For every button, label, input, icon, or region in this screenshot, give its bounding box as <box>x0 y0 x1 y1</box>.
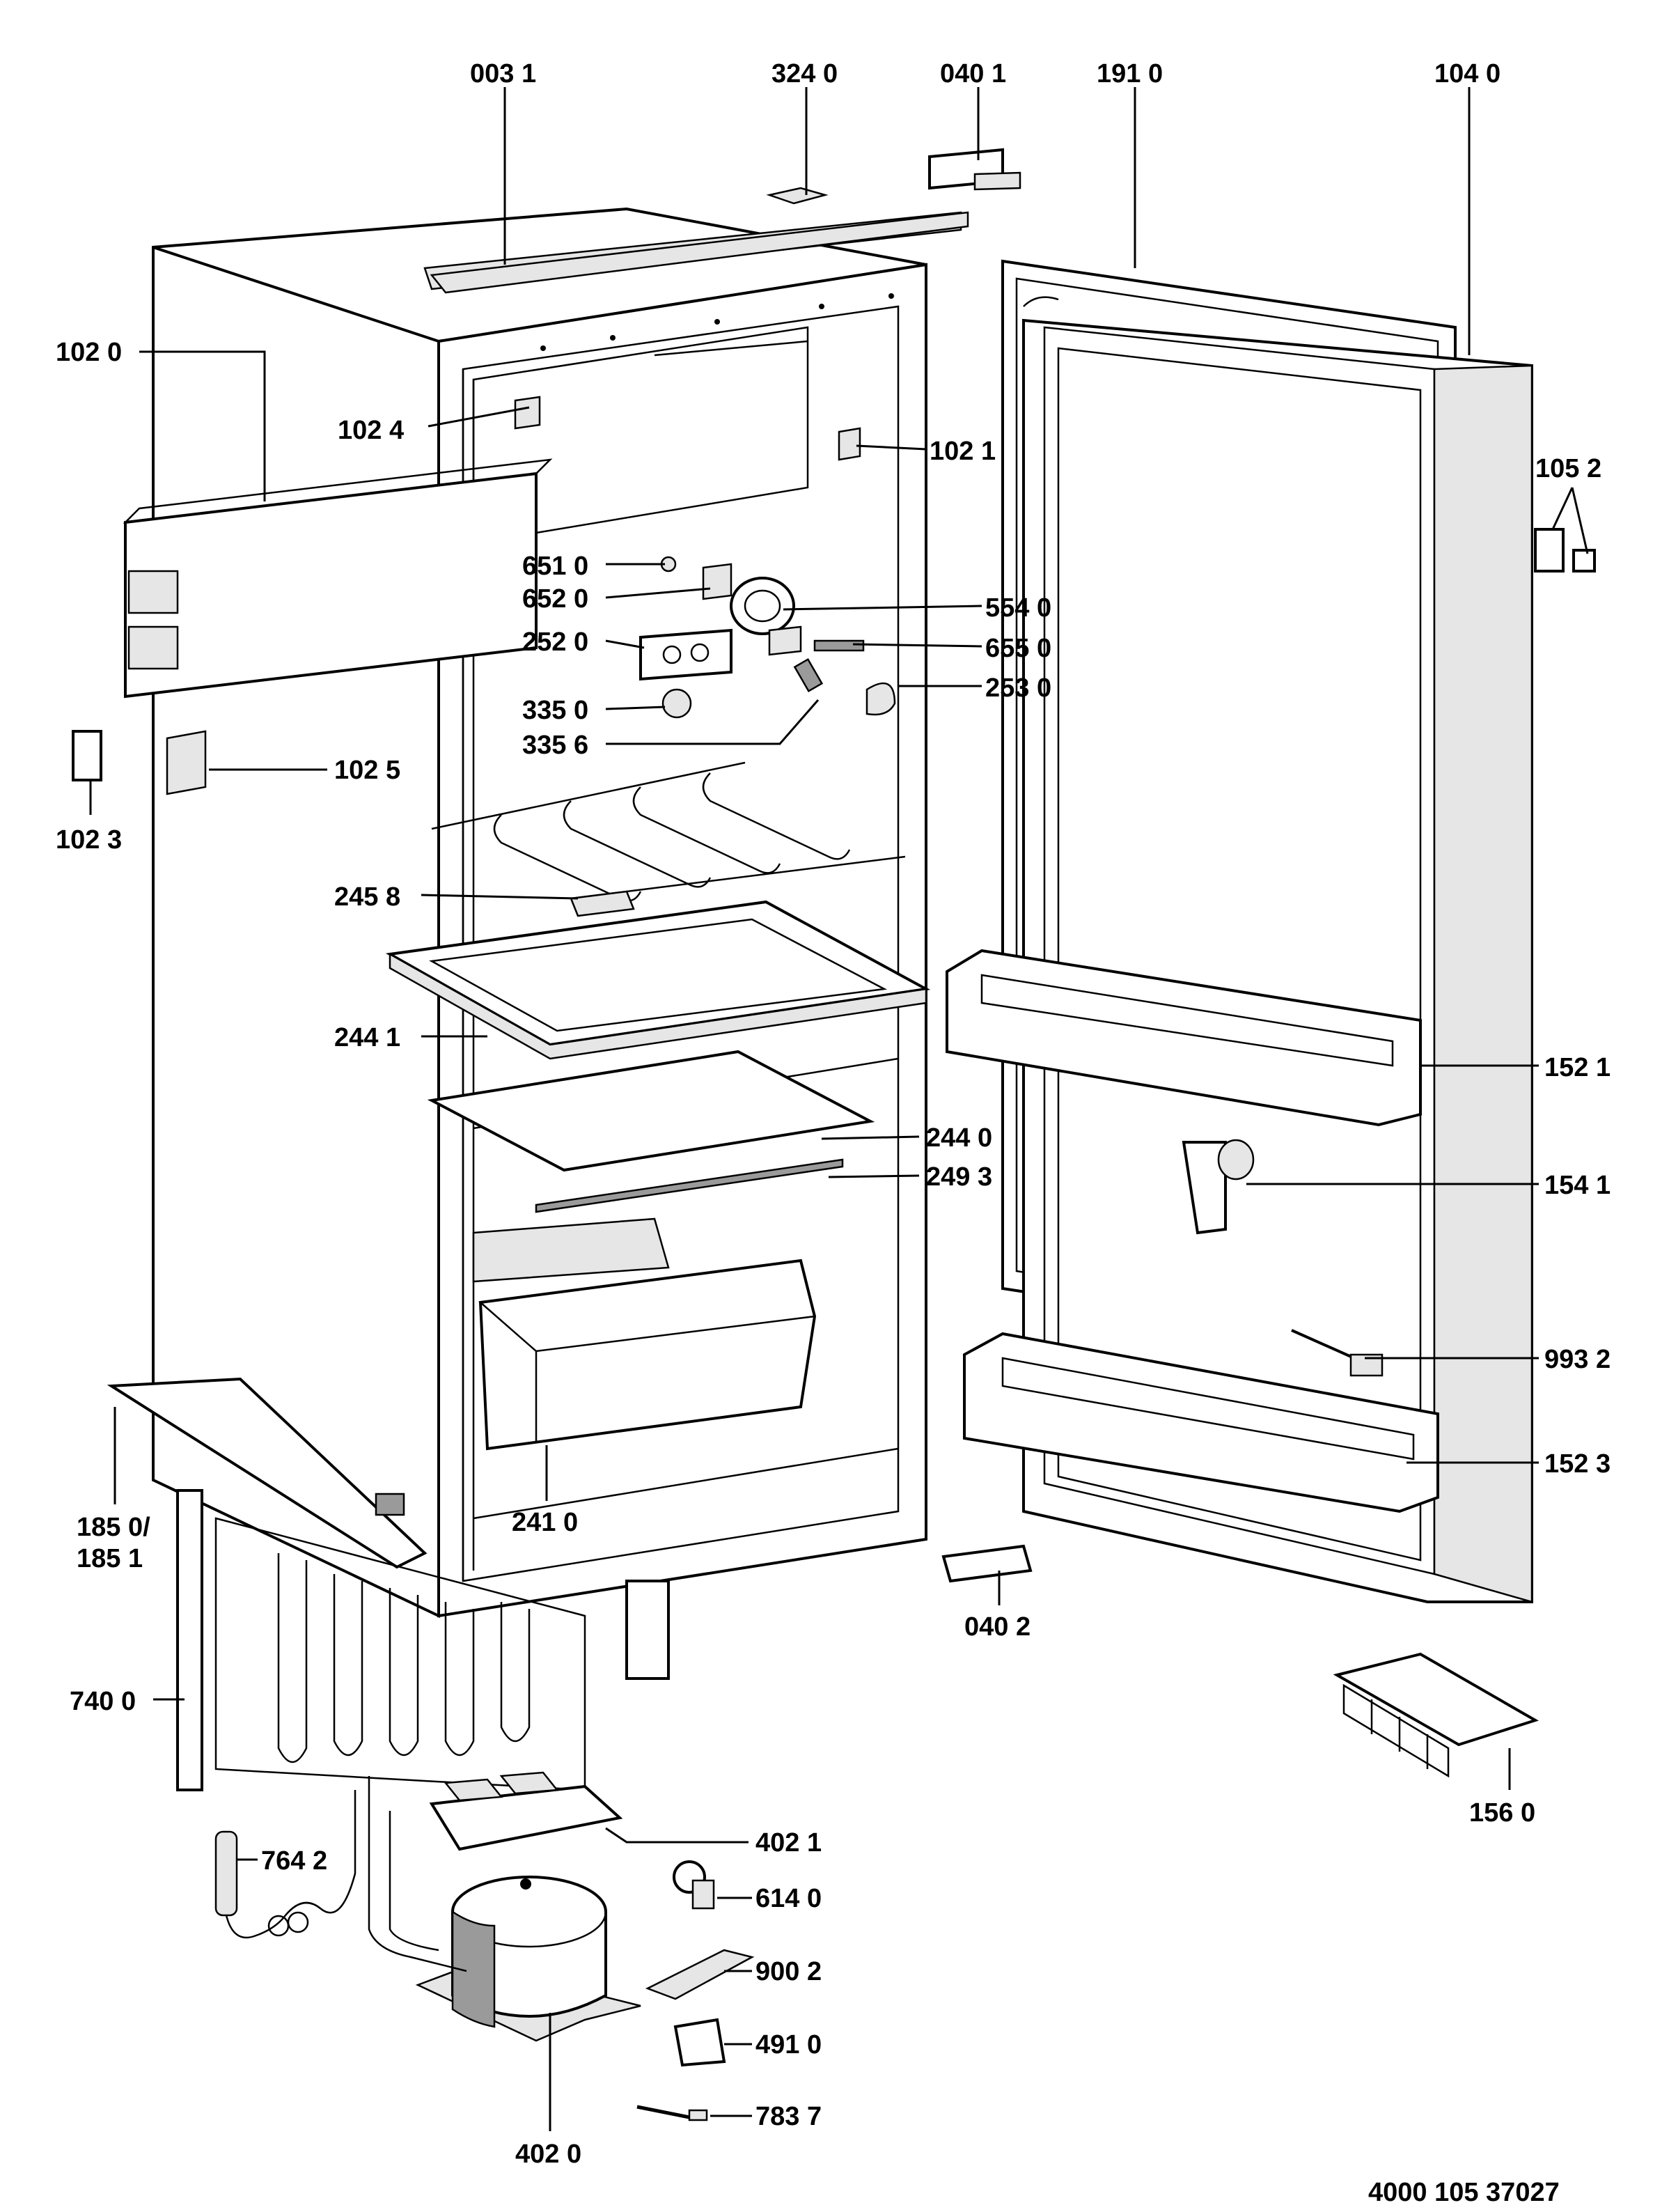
compressor-bracket <box>429 1771 623 1851</box>
part-label-900-2: 900 2 <box>755 1957 822 1986</box>
part-label-764-2: 764 2 <box>261 1846 327 1876</box>
cover-491 <box>673 2018 726 2067</box>
filter-drier <box>214 1790 356 1939</box>
part-label-249-3: 249 3 <box>926 1162 992 1192</box>
part-label-102-1: 102 1 <box>930 437 996 466</box>
protector-900 <box>645 1949 755 2000</box>
part-label-185-1: 185 1 <box>77 1544 143 1573</box>
hinge-102-3 <box>72 730 102 781</box>
part-label-993-2: 993 2 <box>1544 1345 1611 1374</box>
thermostat-group <box>639 556 896 719</box>
part-labels: 003 1 324 0 040 1 191 0 104 0 102 0 102 … <box>56 59 1611 2207</box>
part-label-102-0: 102 0 <box>56 338 122 367</box>
top-vent-strip <box>430 211 969 294</box>
door-outer <box>1022 318 1533 1603</box>
shelf-244-0 <box>427 1050 875 1172</box>
part-label-244-1: 244 1 <box>334 1023 400 1052</box>
part-label-040-2: 040 2 <box>964 1612 1031 1642</box>
part-label-102-3: 102 3 <box>56 825 122 855</box>
evaporator <box>431 761 906 917</box>
ice-tray <box>1333 1652 1539 1778</box>
part-label-554-0: 554 0 <box>985 593 1051 623</box>
hinge-pin-105-2 <box>1534 528 1596 573</box>
part-label-105-2: 105 2 <box>1535 454 1601 483</box>
part-label-740-0: 740 0 <box>70 1687 136 1716</box>
sensor-783 <box>636 2105 708 2121</box>
part-label-154-1: 154 1 <box>1544 1171 1611 1200</box>
part-label-491-0: 491 0 <box>755 2030 822 2059</box>
part-label-652-0: 652 0 <box>522 584 588 614</box>
drawing-reference-code: 4000 105 37027 <box>1368 2178 1560 2207</box>
part-label-102-4: 102 4 <box>338 416 404 445</box>
clip-324 <box>766 187 829 205</box>
part-label-191-0: 191 0 <box>1097 59 1163 88</box>
part-label-104-0: 104 0 <box>1434 59 1500 88</box>
freezer-door <box>123 458 553 699</box>
bracket-102-5 <box>166 730 207 795</box>
part-label-402-1: 402 1 <box>755 1828 822 1857</box>
egg-holder <box>1182 1139 1255 1235</box>
part-label-335-6: 335 6 <box>522 731 588 760</box>
relay-614 <box>673 1860 715 1910</box>
part-label-245-8: 245 8 <box>334 882 400 912</box>
strip-249-3 <box>535 1158 844 1213</box>
flap-102-4 <box>514 396 541 430</box>
door-balcony-upper <box>946 949 1422 1127</box>
part-label-152-1: 152 1 <box>1544 1053 1611 1082</box>
part-label-614-0: 614 0 <box>755 1884 822 1913</box>
part-label-040-1: 040 1 <box>940 59 1006 88</box>
part-label-324-0: 324 0 <box>771 59 838 88</box>
hinge-bottom <box>941 1544 1033 1583</box>
part-label-402-0: 402 0 <box>515 2140 581 2169</box>
part-label-102-5: 102 5 <box>334 756 400 785</box>
condenser <box>176 1489 670 1791</box>
shelf-244-1 <box>385 900 931 1060</box>
crisper-drawer <box>472 1217 817 1451</box>
part-label-651-0: 651 0 <box>522 552 588 581</box>
part-label-655-0: 655 0 <box>985 634 1051 663</box>
part-label-241-0: 241 0 <box>512 1508 578 1537</box>
part-label-185-0: 185 0/ <box>77 1513 150 1542</box>
part-label-783-7: 783 7 <box>755 2102 822 2131</box>
hinge-top <box>928 148 1021 191</box>
part-label-003-1: 003 1 <box>470 59 536 88</box>
part-label-253-0: 253 0 <box>985 673 1051 703</box>
part-label-335-0: 335 0 <box>522 696 588 725</box>
part-label-156-0: 156 0 <box>1469 1798 1535 1828</box>
leader-lines <box>89 87 1589 2131</box>
part-label-244-0: 244 0 <box>926 1123 992 1153</box>
bracket-102-1 <box>838 427 861 461</box>
part-label-252-0: 252 0 <box>522 628 588 657</box>
door-balcony-lower <box>963 1332 1439 1513</box>
part-label-152-3: 152 3 <box>1544 1449 1611 1479</box>
compressor <box>368 1776 641 2042</box>
bottom-trim <box>107 1377 428 1569</box>
